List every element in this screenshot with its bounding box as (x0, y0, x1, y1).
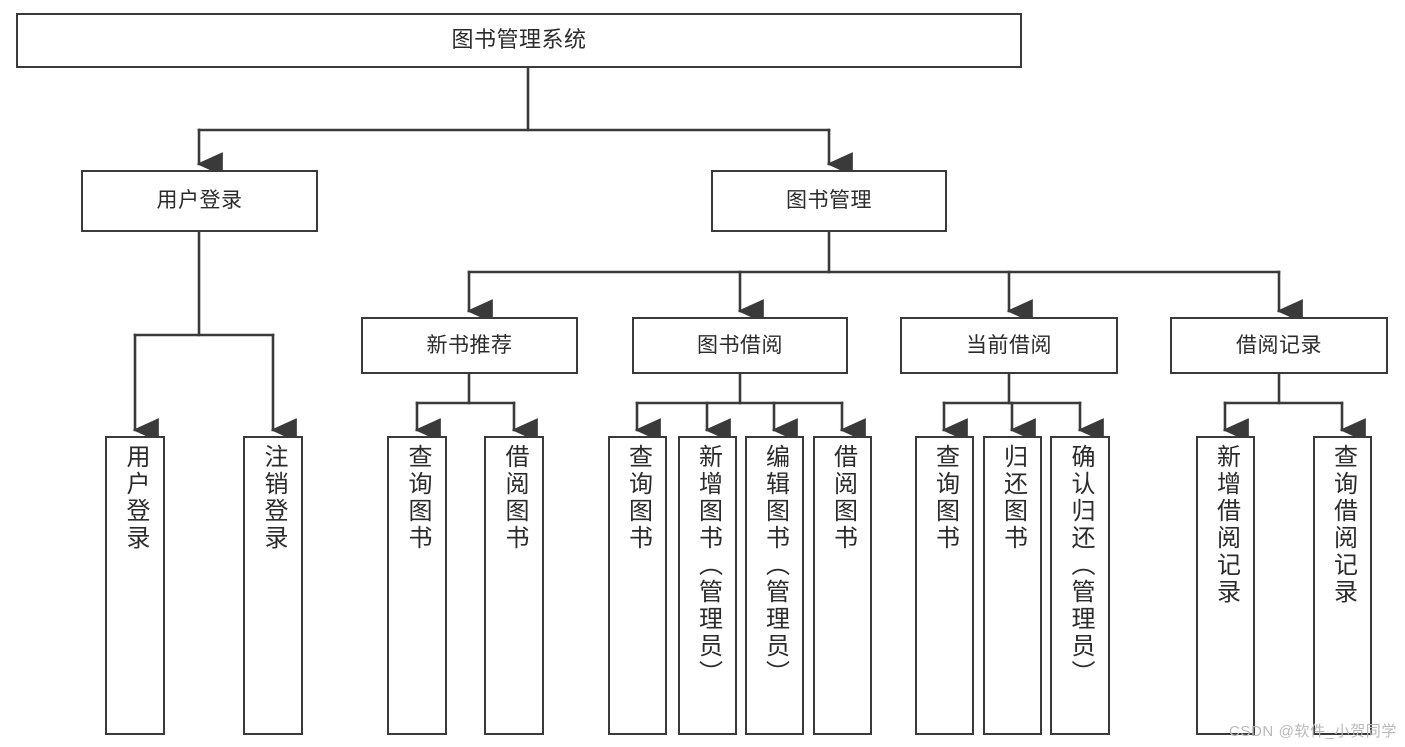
node-leaf-confirm-return-admin[interactable]: 确认归还（管理员） (1050, 436, 1110, 735)
node-leaf-borrow-book-newbook[interactable]: 借阅图书 (484, 436, 544, 735)
node-borrow-record[interactable]: 借阅记录 (1170, 317, 1388, 374)
node-leaf-query-borrow-record[interactable]: 查询借阅记录 (1313, 436, 1372, 735)
node-label: 查询图书 (931, 444, 959, 552)
node-label: 编辑图书（管理员） (761, 444, 789, 687)
node-label: 归还图书 (999, 444, 1027, 552)
node-leaf-return-book[interactable]: 归还图书 (983, 436, 1042, 735)
node-user-login[interactable]: 用户登录 (81, 170, 318, 232)
node-leaf-add-borrow-record[interactable]: 新增借阅记录 (1196, 436, 1255, 735)
node-label: 新增借阅记录 (1212, 444, 1240, 606)
node-leaf-edit-book-admin[interactable]: 编辑图书（管理员） (745, 436, 804, 735)
node-label: 图书管理系统 (451, 27, 587, 53)
node-leaf-query-book-borrow[interactable]: 查询图书 (608, 436, 667, 735)
node-label: 注销登录 (260, 444, 287, 552)
node-leaf-query-book-current[interactable]: 查询图书 (915, 436, 974, 735)
node-label: 查询借阅记录 (1329, 444, 1357, 606)
node-label: 查询图书 (624, 444, 652, 552)
node-leaf-add-book-admin[interactable]: 新增图书（管理员） (678, 436, 737, 735)
node-leaf-logout[interactable]: 注销登录 (243, 436, 303, 735)
node-leaf-query-book-newbook[interactable]: 查询图书 (387, 436, 447, 735)
node-label: 确认归还（管理员） (1067, 444, 1094, 687)
node-current-borrow[interactable]: 当前借阅 (900, 317, 1118, 374)
node-label: 借阅图书 (501, 444, 528, 552)
node-label: 借阅记录 (1236, 333, 1322, 357)
node-book-management-system[interactable]: 图书管理系统 (16, 13, 1022, 68)
node-label: 当前借阅 (966, 333, 1052, 357)
node-label: 图书管理 (786, 189, 872, 213)
node-book-management[interactable]: 图书管理 (711, 170, 947, 232)
node-leaf-borrow-book[interactable]: 借阅图书 (813, 436, 872, 735)
node-label: 查询图书 (404, 444, 431, 552)
node-leaf-user-login[interactable]: 用户登录 (105, 436, 165, 735)
node-label: 借阅图书 (829, 444, 857, 552)
node-label: 图书借阅 (697, 333, 783, 357)
node-label: 新增图书（管理员） (694, 444, 722, 687)
node-label: 用户登录 (156, 189, 243, 213)
node-label: 用户登录 (122, 444, 149, 552)
watermark-text: CSDN @软件_小贺同学 (1228, 723, 1397, 740)
node-new-book-recommend[interactable]: 新书推荐 (361, 317, 578, 374)
node-label: 新书推荐 (426, 333, 513, 357)
node-book-borrow[interactable]: 图书借阅 (632, 317, 848, 374)
